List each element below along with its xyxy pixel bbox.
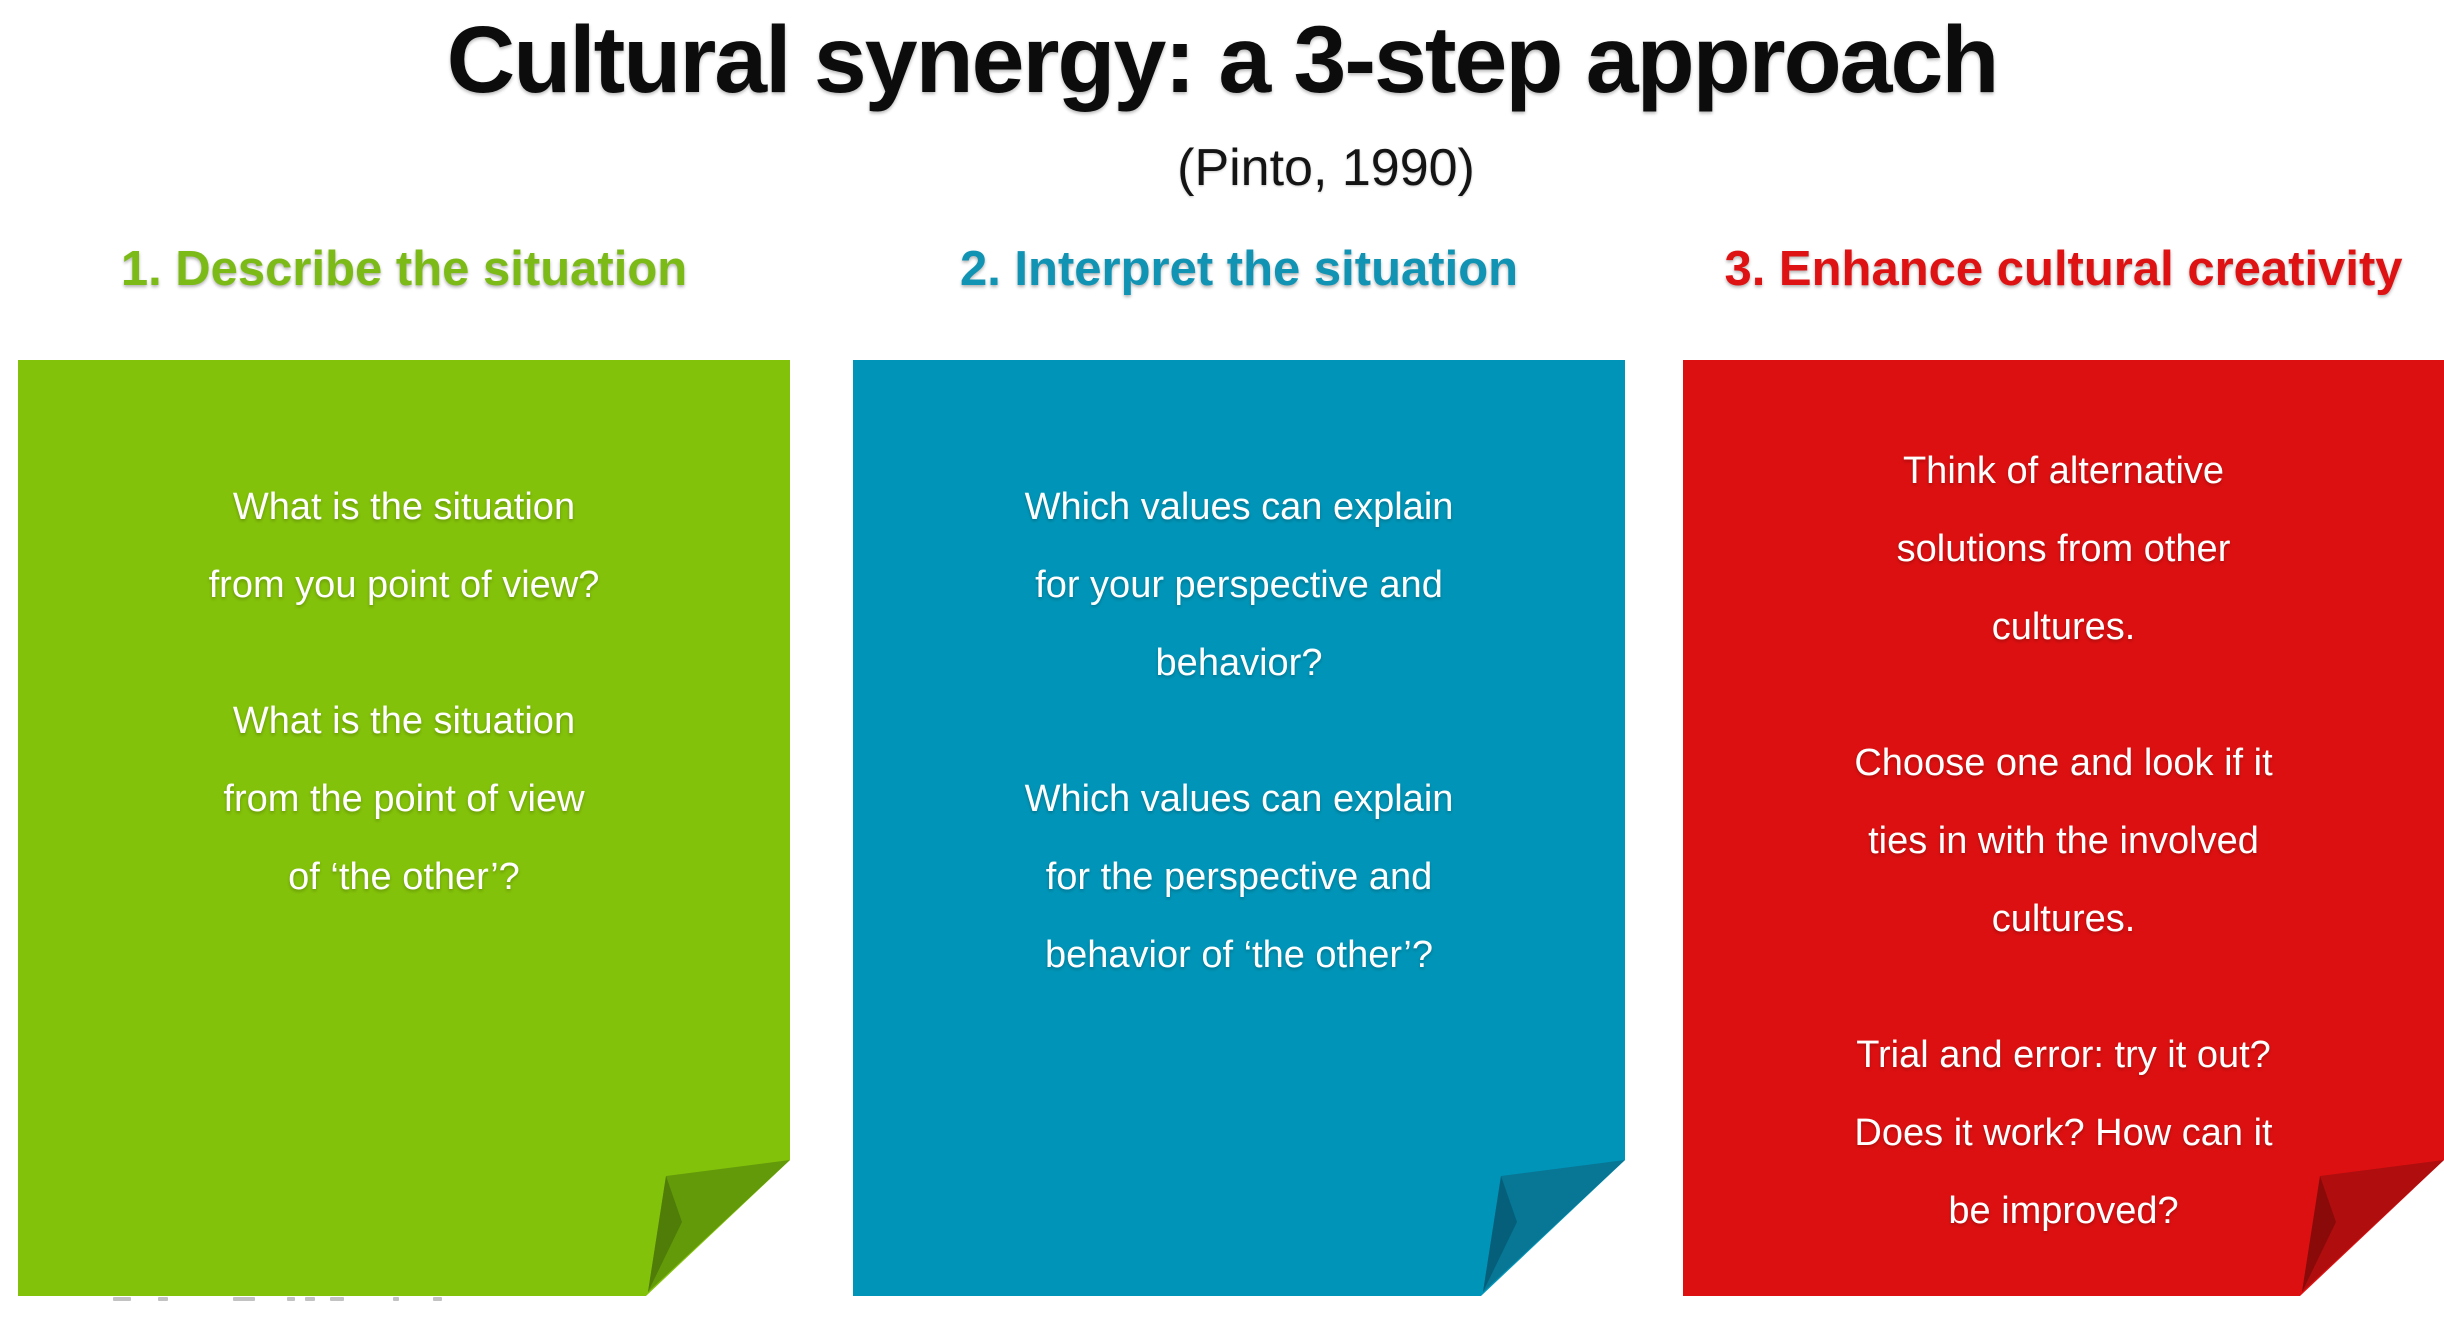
page-subtitle: (Pinto, 1990)	[1177, 139, 1475, 197]
step2-card: Which values can explain for your perspe…	[853, 360, 1625, 1296]
cropped-text-remnant	[158, 1297, 168, 1301]
card-text-line: Which values can explain	[1024, 486, 1454, 528]
note-face	[18, 360, 790, 1296]
card-text-line: What is the situation	[232, 486, 576, 528]
step3-card: Think of alternative solutions from othe…	[1683, 360, 2444, 1296]
note-face	[1683, 360, 2444, 1296]
card-text-line: of ‘the other’?	[288, 856, 520, 898]
step3-card-text: Think of alternative solutions from othe…	[1683, 360, 2444, 1296]
step1-heading: 1. Describe the situation	[120, 242, 688, 296]
paragraph: Which values can explain for the perspec…	[1025, 760, 1454, 994]
note-fold-crease	[1483, 1176, 1517, 1292]
paragraph: Trial and error: try it out? Does it wor…	[1854, 1016, 2272, 1250]
note-fold-crease	[648, 1176, 682, 1292]
card-text-line: cultures.	[1991, 606, 2136, 648]
cropped-text-remnant	[287, 1297, 295, 1301]
card-text-line: Think of alternative	[1902, 450, 2225, 492]
card-text-line: for your perspective and	[1035, 564, 1443, 606]
card-text-line: from you point of view?	[208, 564, 600, 606]
paragraph: What is the situation from the point of …	[223, 682, 584, 916]
step1-card-text: What is the situation from you point of …	[18, 360, 790, 1296]
cropped-text-remnant	[305, 1297, 315, 1301]
step2-card-text: Which values can explain for your perspe…	[853, 360, 1625, 1296]
cropped-text-remnant	[113, 1297, 131, 1301]
card-text-line: be improved?	[1948, 1190, 2179, 1232]
note-fold-crease	[2302, 1176, 2336, 1292]
paragraph: Think of alternative solutions from othe…	[1897, 432, 2231, 666]
sticky-note-shape-red	[1683, 360, 2444, 1296]
card-text-line: Trial and error: try it out?	[1856, 1034, 2271, 1076]
card-text-line: What is the situation	[232, 700, 576, 742]
step2-heading: 2. Interpret the situation	[959, 242, 1519, 296]
card-text-line: Which values can explain	[1024, 778, 1454, 820]
step3-heading: 3. Enhance cultural creativity	[1724, 242, 2403, 296]
sticky-note-shape-green	[18, 360, 790, 1296]
paragraph: What is the situation from you point of …	[209, 468, 600, 624]
card-text-line: solutions from other	[1896, 528, 2231, 570]
card-text-line: cultures.	[1991, 898, 2136, 940]
step1-card: What is the situation from you point of …	[18, 360, 790, 1296]
cropped-text-remnant	[233, 1297, 255, 1301]
paragraph: Which values can explain for your perspe…	[1025, 468, 1454, 702]
sticky-note-shape-blue	[853, 360, 1625, 1296]
note-fold-flap	[648, 1160, 790, 1292]
paragraph: Choose one and look if it ties in with t…	[1854, 724, 2272, 958]
card-text-line: ties in with the involved	[1868, 820, 2259, 862]
note-fold-flap	[2302, 1160, 2444, 1292]
card-text-line: from the point of view	[223, 778, 585, 820]
cropped-text-remnant	[433, 1297, 442, 1301]
card-text-line: Choose one and look if it	[1854, 742, 2273, 784]
card-text-line: behavior of ‘the other’?	[1045, 934, 1433, 976]
card-text-line: for the perspective and	[1045, 856, 1433, 898]
card-text-line: Does it work? How can it	[1854, 1112, 2273, 1154]
cropped-text-remnant	[330, 1297, 344, 1301]
cropped-text-remnant	[393, 1297, 399, 1301]
card-text-line: behavior?	[1155, 642, 1323, 684]
page-title: Cultural synergy: a 3-step approach	[446, 7, 2000, 113]
note-fold-flap	[1483, 1160, 1625, 1292]
note-face	[853, 360, 1625, 1296]
